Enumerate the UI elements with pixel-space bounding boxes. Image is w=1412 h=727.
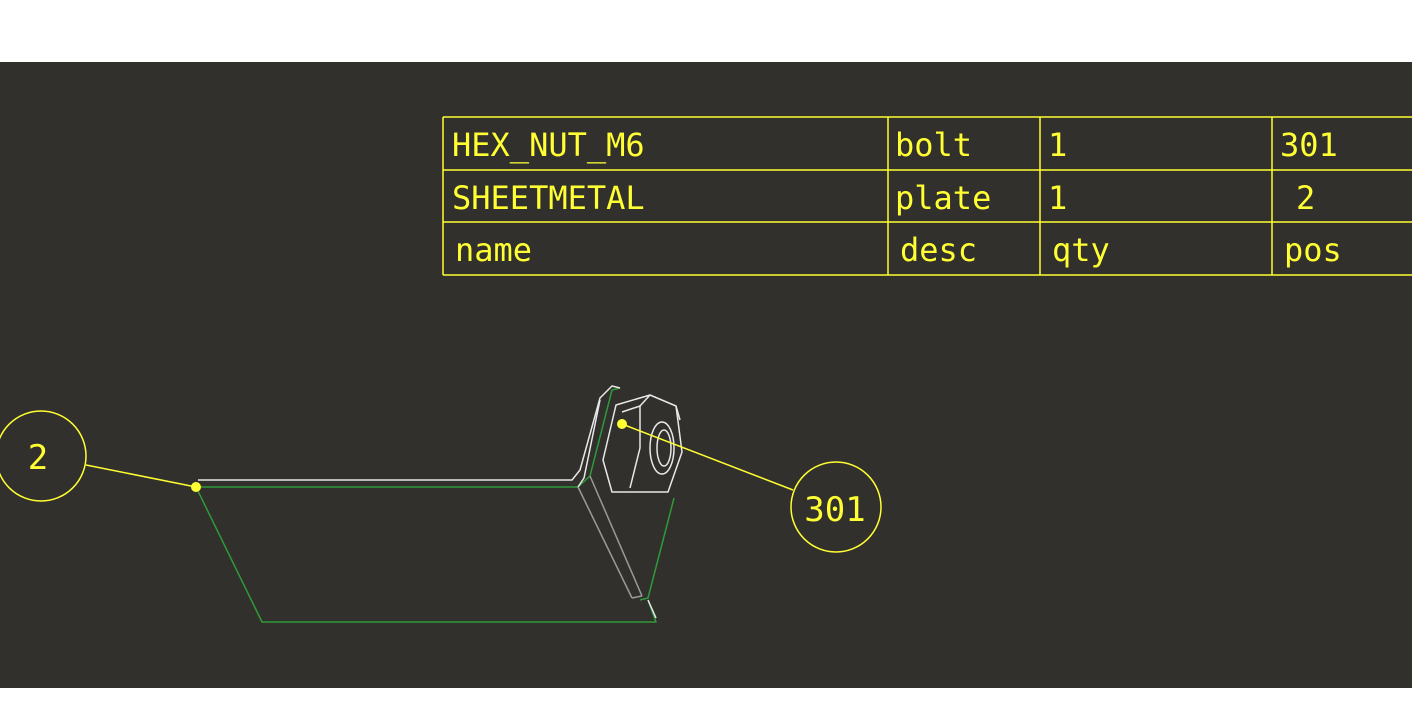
plate-edge-white [647, 599, 657, 619]
balloon-nut[interactable]: 301 [790, 461, 882, 553]
plate-edge-white [198, 385, 621, 481]
bom-table [442, 116, 1412, 276]
balloon-label: 2 [28, 438, 48, 478]
bom-cell-desc[interactable]: bolt [895, 126, 972, 164]
bom-cell-pos[interactable]: 301 [1280, 126, 1338, 164]
bom-header-qty: qty [1052, 231, 1110, 269]
balloon-plate[interactable]: 2 [0, 410, 87, 502]
plate-edge-white [577, 399, 601, 488]
bom-header-desc: desc [900, 231, 977, 269]
bom-cell-qty[interactable]: 1 [1048, 126, 1067, 164]
balloon-circle [0, 410, 87, 502]
bom-cell-name[interactable]: SHEETMETAL [452, 179, 645, 217]
plate-bend-line [631, 595, 643, 599]
sheetmetal-part[interactable] [195, 385, 675, 623]
leader-dot-nut [617, 419, 627, 429]
plate-edge-green [196, 387, 621, 488]
plate-bend-line [577, 486, 633, 599]
leader-dot-plate [191, 482, 201, 492]
nut-face-edge [629, 406, 641, 489]
drawing-canvas[interactable]: HEX_NUT_M6 bolt 1 301 SHEETMETAL plate 1… [0, 62, 1412, 688]
nut-face-edge [675, 405, 681, 421]
bom-cell-pos[interactable]: 2 [1296, 179, 1315, 217]
balloon-circle [790, 461, 882, 553]
leader-line-nut [621, 423, 794, 491]
bom-header-pos: pos [1284, 231, 1342, 269]
plate-edge-green [195, 486, 657, 623]
bom-cell-desc[interactable]: plate [895, 179, 991, 217]
bom-cell-name[interactable]: HEX_NUT_M6 [452, 126, 645, 164]
nut-bore-inner [656, 429, 672, 467]
hex-nut-part[interactable] [602, 394, 683, 493]
nut-bore-outer [649, 421, 675, 475]
bom-cell-qty[interactable]: 1 [1048, 179, 1067, 217]
plate-bend-line [589, 475, 643, 597]
leader-line-plate [85, 464, 197, 488]
bom-header-name: name [455, 231, 532, 269]
plate-edge-green [639, 497, 675, 601]
nut-face-edge [621, 394, 651, 413]
nut-outline [602, 394, 683, 493]
balloon-label: 301 [804, 490, 865, 530]
